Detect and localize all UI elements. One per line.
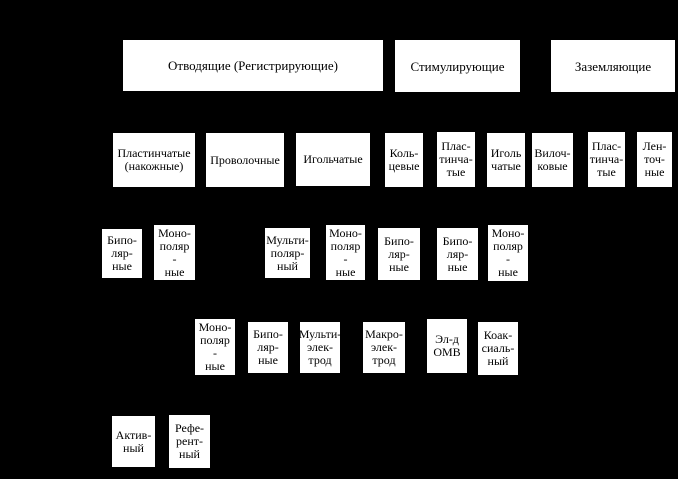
diagram-box: Коак- сиаль- ный (478, 322, 518, 375)
diagram-box: Бипо- ляр- ные (248, 322, 288, 373)
diagram-box: Пластинчатые (накожные) (113, 133, 195, 187)
diagram-box: Плас- тинча- тые (437, 132, 475, 187)
diagram-box: Бипо- ляр- ные (102, 229, 142, 278)
diagram-box: Иголь чатые (487, 133, 525, 187)
diagram-box: Моно- поляр - ные (154, 225, 195, 280)
diagram-box: Эл-д ОМВ (427, 319, 467, 373)
diagram-box: Игольчатые (296, 133, 370, 186)
diagram-box: Заземляющие (551, 40, 675, 92)
diagram-box: Стимулирующие (395, 40, 520, 92)
diagram-box: Проволочные (206, 133, 284, 187)
diagram-box: Рефе- рент- ный (169, 415, 210, 468)
diagram-box: Моно- поляр - ные (488, 225, 528, 281)
diagram-box: Моно- поляр - ные (326, 225, 365, 280)
diagram-box: Бипо- ляр- ные (437, 228, 478, 280)
diagram-box: Моно- поляр - ные (195, 319, 235, 375)
diagram-box: Макро- элек- трод (363, 322, 405, 373)
diagram-box: Отводящие (Регистрирующие) (123, 40, 383, 91)
diagram-box: Плас- тинча- тые (588, 132, 625, 187)
diagram-box: Мульти- поляр- ный (265, 228, 310, 278)
diagram-box: Лен- точ- ные (637, 132, 672, 187)
diagram-box: Вилоч- ковые (532, 133, 573, 187)
diagram-box: Бипо- ляр- ные (378, 228, 420, 280)
diagram-box: Коль- цевые (385, 133, 423, 187)
diagram-box: Актив- ный (112, 416, 155, 467)
diagram-box: Мульти- элек- трод (299, 322, 341, 373)
